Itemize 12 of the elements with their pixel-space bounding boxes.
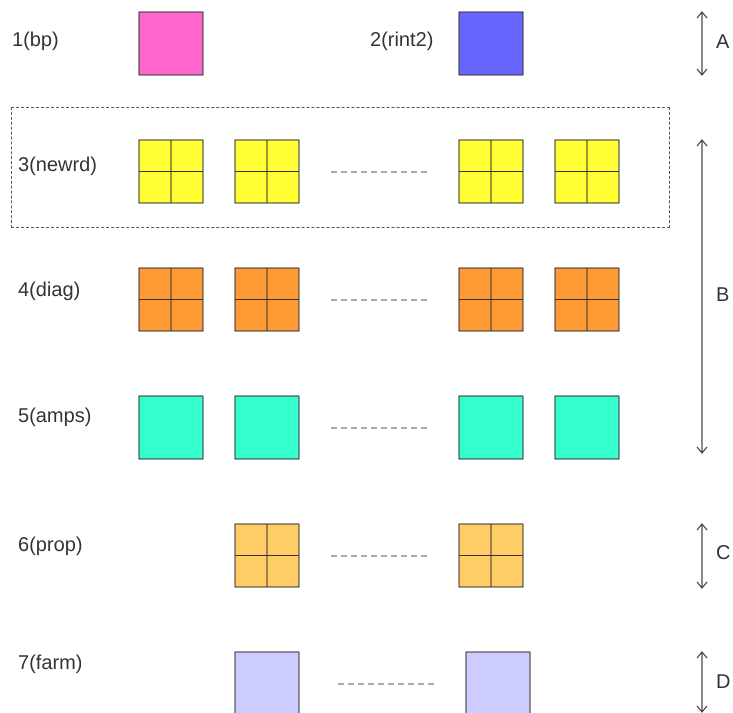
row-label: D: [716, 672, 730, 692]
row-label: 4(diag): [18, 280, 80, 300]
row-label: C: [716, 543, 730, 563]
row-label: 6(prop): [18, 535, 82, 555]
dashed-group-box: [11, 107, 670, 228]
row-label: 3(newrd): [18, 153, 97, 178]
row-label: 5(amps): [18, 406, 92, 426]
row-label: 7(farm): [18, 653, 82, 673]
row-label: B: [716, 285, 730, 305]
row-label: 2(rint2): [370, 30, 434, 50]
row-label: A: [716, 32, 730, 52]
row-label: 1(bp): [12, 30, 59, 50]
